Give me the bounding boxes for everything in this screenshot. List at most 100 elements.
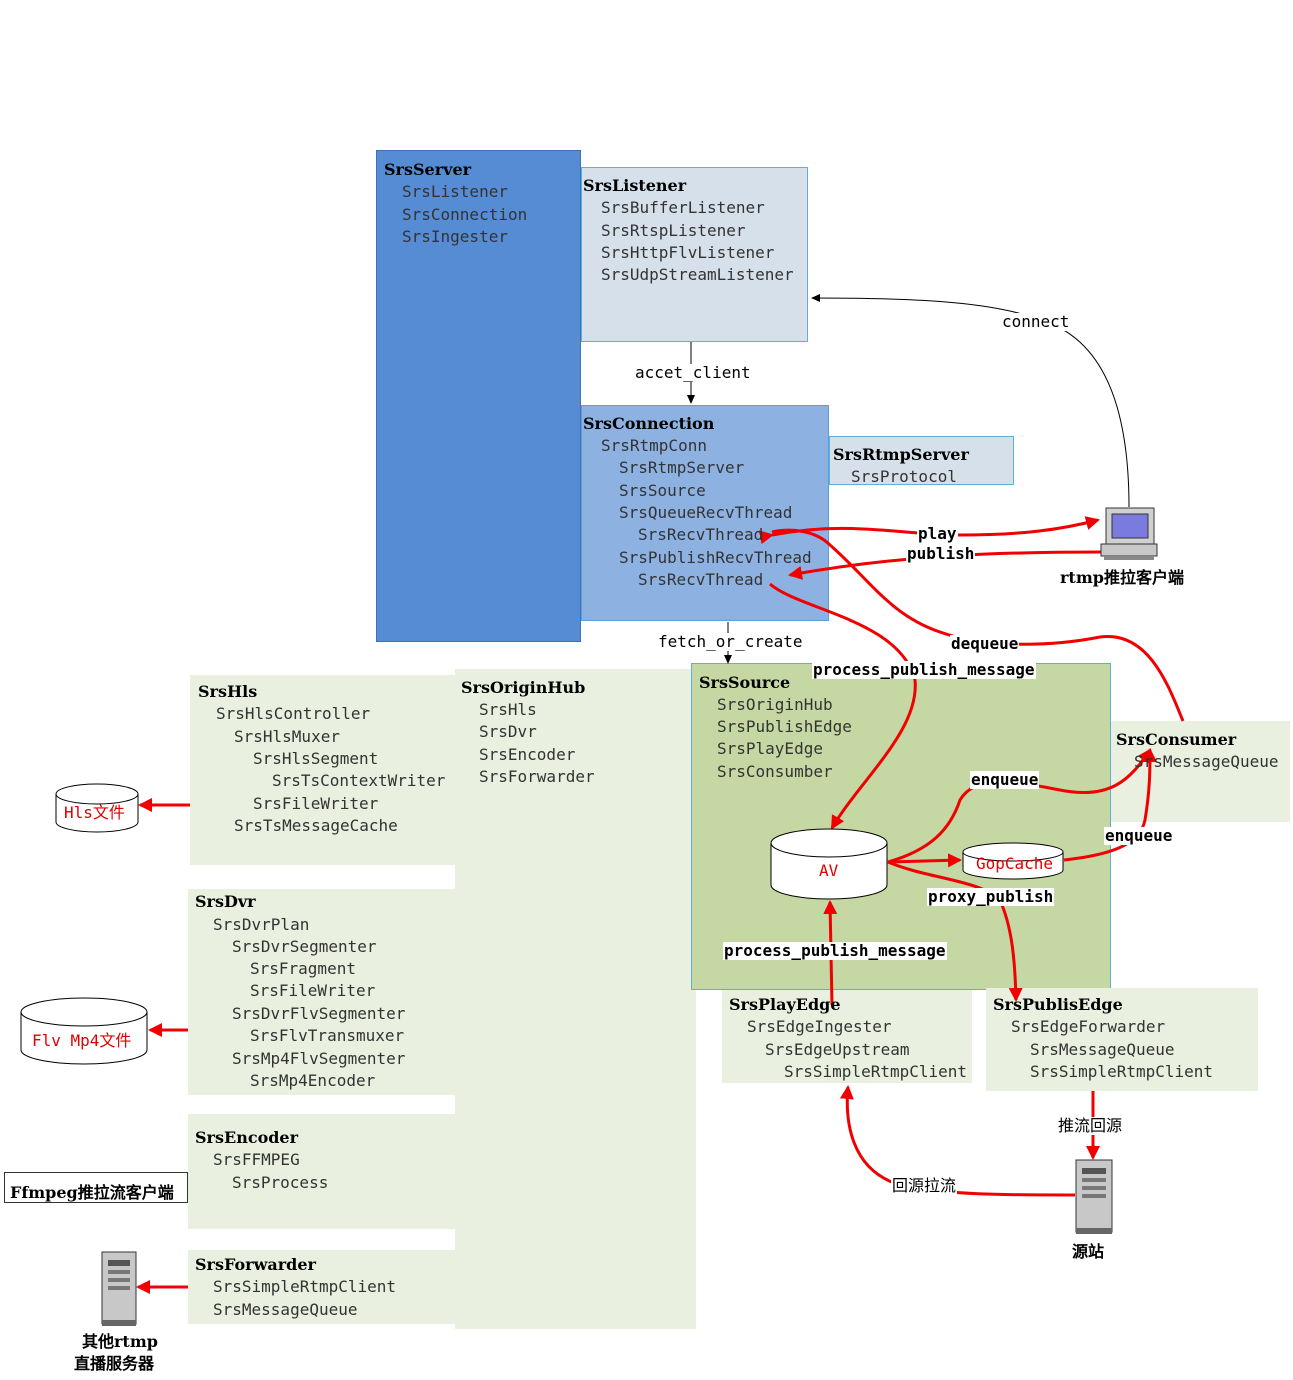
origin-server-icon xyxy=(1075,1159,1113,1234)
srs-dvr-item: SrsFileWriter xyxy=(250,981,376,1000)
srs-connection-item: SrsRecvThread xyxy=(638,525,764,544)
ffmpeg-client-box xyxy=(4,1172,188,1203)
srs-server-title: SrsServer xyxy=(384,160,472,179)
srs-play-edge-title: SrsPlayEdge xyxy=(729,995,841,1014)
enqueue-right-arrow xyxy=(1063,748,1157,862)
srs-dvr-item: SrsMp4FlvSegmenter xyxy=(232,1049,406,1068)
origin-label: 源站 xyxy=(1072,1242,1105,1261)
process-publish-top-arrow xyxy=(769,582,917,830)
publish-label: publish xyxy=(906,544,976,563)
srs-play-edge-item: SrsEdgeIngester xyxy=(747,1017,892,1036)
proxy-publish-label: proxy_publish xyxy=(927,887,1055,906)
srs-hls-item: SrsFileWriter xyxy=(253,794,379,813)
flv-file-label: Flv Mp4文件 xyxy=(32,1031,132,1050)
srs-listener-item: SrsUdpStreamListener xyxy=(601,265,794,284)
srs-consumer-title: SrsConsumer xyxy=(1116,730,1237,749)
srs-origin-hub-title: SrsOriginHub xyxy=(461,678,586,697)
push-back-origin-label: 推流回源 xyxy=(1057,1116,1124,1135)
proxy-publish-arrow xyxy=(887,860,1023,1002)
srs-hls-item: SrsHlsSegment xyxy=(253,749,379,768)
srs-encoder-item: SrsFFMPEG xyxy=(213,1150,300,1169)
srs-hls-box xyxy=(190,675,455,865)
enqueue-top-label: enqueue xyxy=(970,770,1040,789)
srs-connection-item: SrsQueueRecvThread xyxy=(619,503,793,522)
srs-rtmp-server-title: SrsRtmpServer xyxy=(833,445,969,464)
process-publish-top-label: process_publish_message xyxy=(812,660,1036,679)
srs-connection-title: SrsConnection xyxy=(583,414,715,433)
connect-label: connect xyxy=(1001,312,1071,331)
hls-file-label: Hls文件 xyxy=(64,803,125,822)
srs-listener-item: SrsHttpFlvListener xyxy=(601,243,775,262)
play-label: play xyxy=(917,524,958,543)
srs-consumer-box xyxy=(1111,721,1290,822)
srs-hls-item: SrsHlsController xyxy=(216,704,371,723)
av-to-gop-arrow xyxy=(887,853,962,868)
srs-hls-item: SrsHlsMuxer xyxy=(234,727,340,746)
process-publish-bottom-label: process_publish_message xyxy=(723,941,947,960)
srs-dvr-item: SrsDvrSegmenter xyxy=(232,937,377,956)
srs-dvr-item: SrsDvrFlvSegmenter xyxy=(232,1004,406,1023)
srs-listener-item: SrsRtspListener xyxy=(601,221,746,240)
gop-cache-label: GopCache xyxy=(976,854,1054,873)
srs-origin-hub-item: SrsHls xyxy=(479,700,537,719)
srs-origin-hub-item: SrsEncoder xyxy=(479,745,576,764)
srs-encoder-title: SrsEncoder xyxy=(195,1128,299,1147)
srs-connection-box xyxy=(581,405,829,621)
srs-listener-title: SrsListener xyxy=(583,176,687,195)
srs-publis-edge-title: SrsPublisEdge xyxy=(993,995,1123,1014)
other-server-label-line1: 其他rtmp xyxy=(82,1332,158,1351)
srs-publis-edge-item: SrsMessageQueue xyxy=(1030,1040,1175,1059)
srs-source-item: SrsConsumber xyxy=(717,762,833,781)
srs-rtmp-server-box xyxy=(829,436,1014,485)
srs-source-box xyxy=(691,663,1111,990)
srs-forwarder-item: SrsSimpleRtmpClient xyxy=(213,1277,397,1296)
srs-server-item: SrsListener xyxy=(402,182,508,201)
srs-server-item: SrsConnection xyxy=(402,205,528,224)
accept-client-label: accet_client xyxy=(634,363,752,382)
srs-connection-item: SrsRtmpServer xyxy=(619,458,745,477)
flv-file-cylinder xyxy=(20,997,148,1065)
srs-forwarder-box xyxy=(188,1250,455,1324)
srs-dvr-item: SrsFragment xyxy=(250,959,356,978)
computer-icon xyxy=(1100,507,1158,560)
srs-origin-hub-item: SrsDvr xyxy=(479,722,537,741)
srs-connection-item: SrsRecvThread xyxy=(638,570,764,589)
av-cylinder xyxy=(770,828,888,900)
srs-dvr-title: SrsDvr xyxy=(195,892,256,911)
srs-publis-edge-item: SrsSimpleRtmpClient xyxy=(1030,1062,1214,1081)
srs-source-item: SrsPlayEdge xyxy=(717,739,823,758)
dequeue-label: dequeue xyxy=(950,634,1020,653)
rtmp-client-label: rtmp推拉客户端 xyxy=(1060,568,1184,587)
pull-back-origin-label: 回源拉流 xyxy=(891,1176,958,1195)
pull-back-origin-arrow xyxy=(839,1085,1076,1197)
srs-dvr-box xyxy=(188,889,455,1095)
srs-play-edge-item: SrsEdgeUpstream xyxy=(765,1040,910,1059)
srs-dvr-item: SrsDvrPlan xyxy=(213,915,310,934)
srs-forwarder-title: SrsForwarder xyxy=(195,1255,316,1274)
srs-publis-edge-item: SrsEdgeForwarder xyxy=(1011,1017,1166,1036)
srs-listener-box xyxy=(581,167,808,342)
srs-play-edge-item: SrsSimpleRtmpClient xyxy=(784,1062,968,1081)
srs-listener-item: SrsBufferListener xyxy=(601,198,765,217)
srs-server-box xyxy=(376,150,581,642)
srs-origin-hub-item: SrsForwarder xyxy=(479,767,595,786)
play-arrow xyxy=(758,516,1100,545)
fetch-or-create-label: fetch_or_create xyxy=(657,632,804,651)
srs-encoder-box xyxy=(188,1114,455,1229)
srs-origin-hub-box xyxy=(455,669,696,1329)
srs-play-edge-box xyxy=(722,990,972,1083)
ffmpeg-client-label: Ffmpeg推拉流客户端 xyxy=(10,1183,174,1202)
srs-connection-item: SrsRtmpConn xyxy=(601,436,707,455)
live-server-icon xyxy=(101,1251,137,1326)
srs-rtmp-server-item: SrsProtocol xyxy=(851,467,957,486)
srs-connection-item: SrsPublishRecvThread xyxy=(619,548,812,567)
srs-source-item: SrsOriginHub xyxy=(717,695,833,714)
srs-consumer-item: SrsMessageQueue xyxy=(1134,752,1279,771)
srs-forwarder-item: SrsMessageQueue xyxy=(213,1300,358,1319)
srs-hls-item: SrsTsMessageCache xyxy=(234,816,398,835)
srs-source-item: SrsPublishEdge xyxy=(717,717,852,736)
enqueue-right-label: enqueue xyxy=(1104,826,1174,845)
other-server-label-line2: 直播服务器 xyxy=(74,1354,155,1373)
srs-dvr-item: SrsMp4Encoder xyxy=(250,1071,376,1090)
